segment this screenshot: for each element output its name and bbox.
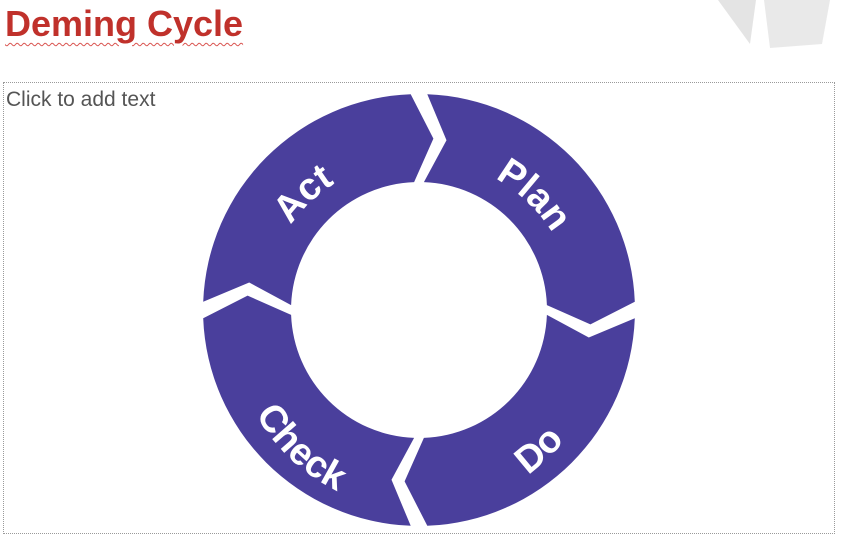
segment-check[interactable]	[203, 295, 415, 526]
segment-plan[interactable]	[423, 94, 635, 325]
placeholder-text: Click to add text	[6, 88, 156, 111]
slide-title[interactable]: Deming Cycle	[5, 3, 244, 44]
content-placeholder[interactable]: Click to add text	[3, 82, 835, 534]
segment-act[interactable]	[203, 94, 434, 306]
segment-do[interactable]	[404, 314, 635, 526]
logo	[718, 0, 830, 48]
